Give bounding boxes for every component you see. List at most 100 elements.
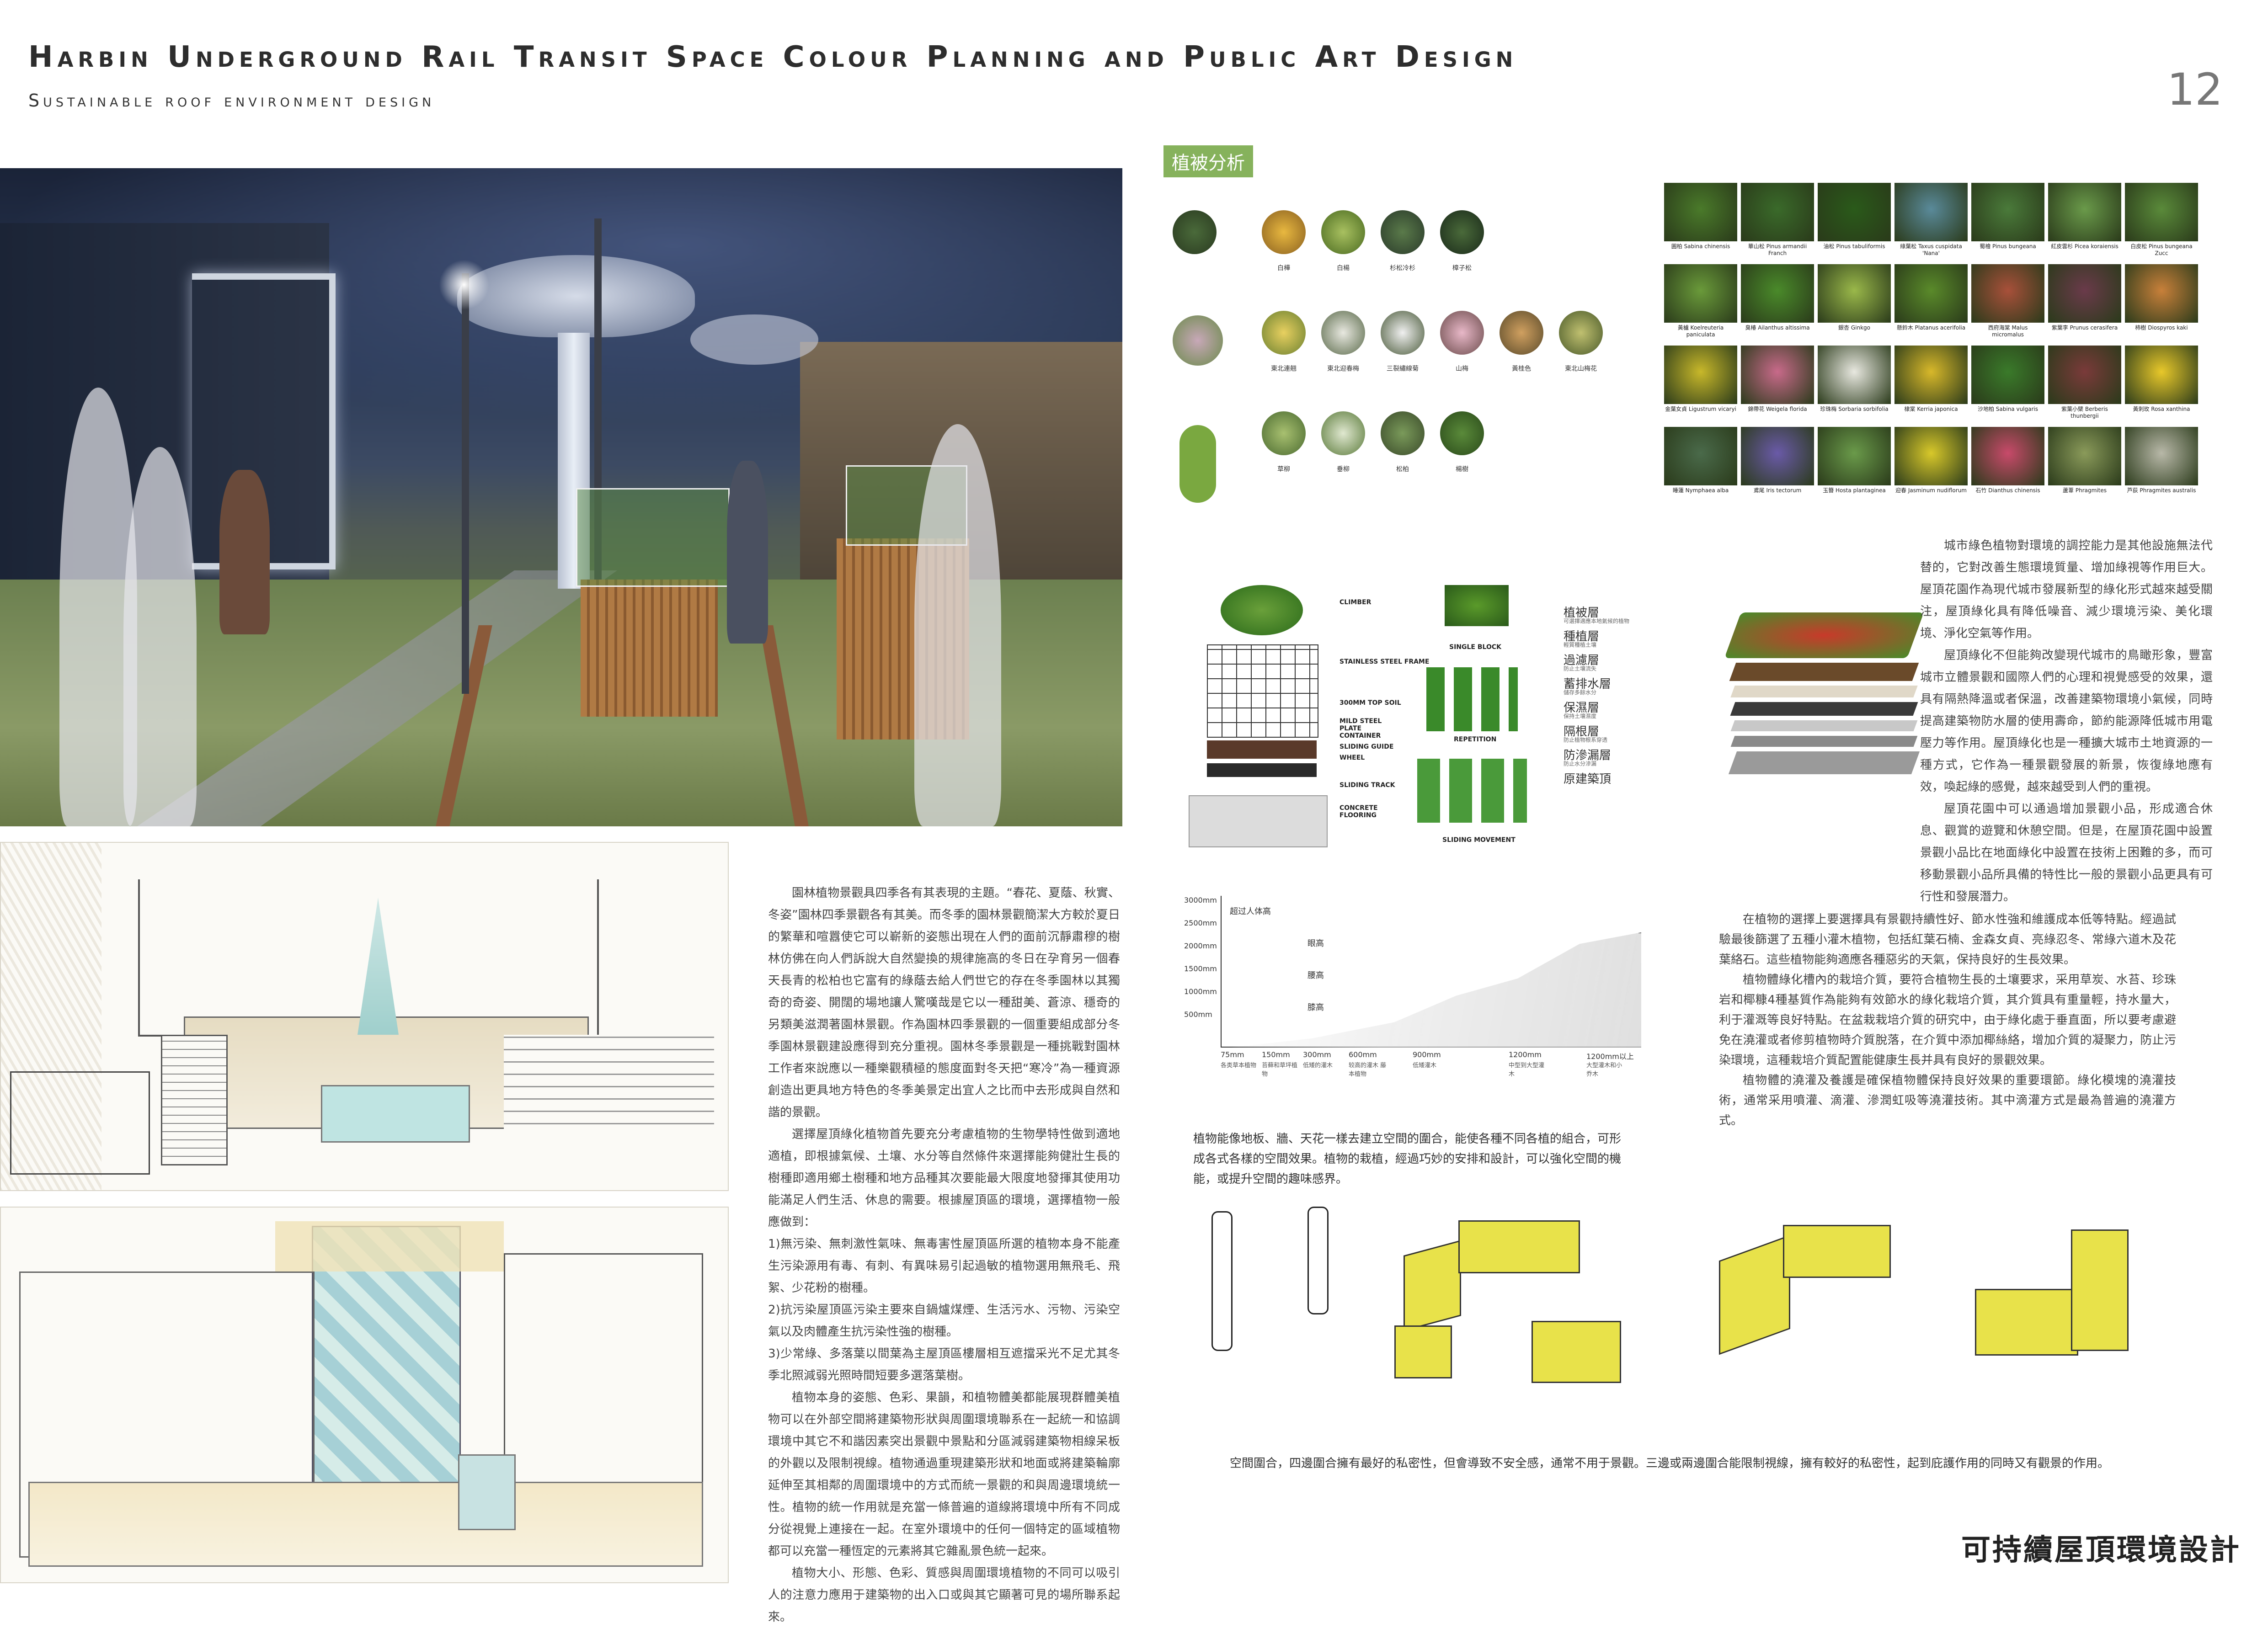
plant-photo: [1971, 346, 2044, 404]
plant-photo: [2048, 264, 2121, 323]
page-title: Harbin Underground Rail Transit Space Co…: [28, 40, 1518, 74]
mode-label: REPETITION: [1454, 736, 1497, 743]
y-tick-label: 500mm: [1184, 1010, 1212, 1019]
planter-frame: [576, 488, 730, 587]
height-caption: 植物能像地板、牆、天花一樣去建立空間的圍合，能使各種不同各植的組合，可形成各式各…: [1193, 1132, 1622, 1186]
plant-photo: [1971, 264, 2044, 323]
diagram-label: CONCRETE FLOORING: [1339, 804, 1378, 819]
diagram-label: MILD STEEL PLATE CONTAINER: [1339, 718, 1382, 740]
paragraph: 屋頂花園中可以通過增加景觀小品，形成適合休息、觀賞的遊覽和休憩空間。但是，在屋頂…: [1920, 802, 2213, 904]
plant-circle: [1440, 311, 1484, 355]
roof-layer-note: 防止土壤流失: [1564, 665, 1597, 672]
footer-title: 可持續屋頂環境設計: [1961, 1533, 2241, 1567]
plant-photo-label: 玉簪 Hosta plantaginea: [1823, 487, 1886, 494]
plant-photo-label: 華山松 Pinus armandii Franch: [1748, 243, 1807, 256]
plant-circle: [1321, 210, 1365, 254]
plant-photo-label: 銀杏 Ginkgo: [1838, 325, 1870, 331]
roof-layer-label: 植被層: [1564, 606, 1600, 620]
roof-layer-note: 輕質種植土壤: [1564, 642, 1597, 648]
plant-label: 三裂繡線菊: [1387, 365, 1419, 372]
plant-photo: [1818, 264, 1891, 323]
vegetation-analysis-tag: 植被分析: [1163, 145, 1253, 177]
plant-photo-label: 金葉女貞 Ligustrum vicaryi: [1665, 406, 1736, 412]
lamp-glow: [439, 260, 489, 310]
person-silhouette: [123, 447, 197, 826]
plant-photo-label: 柿樹 Diospyros kaki: [2135, 325, 2188, 331]
paragraph: 園林植物景觀具四季各有其表現的主題。“春花、夏蔭、秋實、冬姿”園林四季景觀各有其…: [768, 886, 1120, 1119]
plant-photo-label: 蜀檜 Pinus bungeana: [1980, 243, 2036, 250]
plant-label: 山梅: [1456, 365, 1468, 372]
person-silhouette: [914, 424, 1001, 826]
roof-layer-label: 種植層: [1564, 630, 1600, 644]
x-tick-label: 900mm: [1413, 1050, 1441, 1059]
plant-photo-label: 紅皮雲杉 Picea koraiensis: [2051, 243, 2119, 250]
diagram-label: SLIDING TRACK: [1339, 782, 1395, 789]
plant-photo-label: 石竹 Dianthus chinensis: [1975, 487, 2040, 494]
street-lamp: [462, 273, 469, 694]
paragraph: 選擇屋頂綠化植物首先要充分考慮植物的生物學特性做到適地適植，即根據氣候、土壤、水…: [768, 1128, 1120, 1229]
plant-label: 黃桂色: [1512, 365, 1531, 372]
plant-photo-label: 黃櫨 Koelreuteria paniculata: [1677, 325, 1724, 338]
paragraph: 3)少常綠、多落葉以間葉為主屋頂區樓層相互遮擋采光不足尤其冬季北照減弱光照時間短…: [768, 1347, 1120, 1383]
plant-photo-label: 臭椿 Ailanthus altissima: [1745, 325, 1810, 331]
level-label: 眼高: [1307, 939, 1324, 948]
paragraph: 2)抗污染屋頂區污染主要來自鍋爐煤煙、生活污水、污物、污染空氣以及肉體產生抗污染…: [768, 1303, 1120, 1339]
plant-circle: [1321, 311, 1365, 355]
plant-photo: [1971, 183, 2044, 241]
roof-layer-label: 原建築頂: [1564, 772, 1612, 786]
diagram-label: STAINLESS STEEL FRAME: [1339, 658, 1430, 665]
rooftop-sketch-elevation: [0, 1207, 729, 1583]
plant-label: 草柳: [1277, 466, 1290, 473]
paragraph: 植物大小、形態、色彩、質感與周圍環境植物的不同可以吸引人的注意力應用于建築物的出…: [768, 1566, 1120, 1624]
green-roof-text: 城市綠色植物對環境的調控能力是其他設施無法代替的，它對改善生態環境質量、增加綠視…: [1920, 535, 2213, 908]
plant-circle: [1262, 311, 1306, 355]
plant-photo-label: 懸鈴木 Platanus acerifolia: [1896, 325, 1966, 331]
paragraph: 在植物的選擇上要選擇具有景觀持續性好、節水性強和維護成本低等特點。經過試驗最後篩…: [1719, 913, 2176, 967]
mode-label: SLIDING MOVEMENT: [1442, 836, 1516, 844]
plant-label: 白樺: [1277, 265, 1290, 272]
plant-circle: [1440, 411, 1484, 455]
paragraph: 植物本身的姿態、色彩、果韻，和植物體美都能展現群體美植物可以在外部空間將建築物形…: [768, 1391, 1120, 1558]
plant-photo: [1741, 427, 1814, 485]
x-category-label: 中型到大型灌木: [1509, 1062, 1545, 1078]
plant-label: 松柏: [1396, 466, 1409, 473]
x-category-label: 大型灌木和小乔木: [1586, 1062, 1622, 1078]
paragraph: 屋頂綠化不但能夠改變現代城市的鳥瞰形象，豐富城市立體景觀和國際人們的心理和視覺感…: [1920, 649, 2213, 794]
grass-group-icon: [1179, 425, 1216, 503]
rooftop-sketch-perspective: [0, 842, 729, 1191]
x-tick-label: 150mm: [1262, 1050, 1290, 1059]
plant-label: 垂柳: [1337, 466, 1350, 473]
plant-design-text: 園林植物景觀具四季各有其表現的主題。“春花、夏蔭、秋實、冬姿”園林四季景觀各有其…: [768, 882, 1120, 1628]
y-tick-label: 2000mm: [1184, 942, 1217, 950]
paragraph: 1)無污染、無刺激性氣味、無毒害性屋頂區所選的植物本身不能產生污染源用有毒、有刺…: [768, 1237, 1120, 1295]
paragraph: 城市綠色植物對環境的調控能力是其他設施無法代替的，它對改善生態環境質量、增加綠視…: [1920, 539, 2213, 640]
diagram-label: WHEEL: [1339, 754, 1365, 761]
plant-label: 樟子松: [1452, 265, 1472, 272]
plant-photo: [1894, 183, 1968, 241]
plant-label: 杉松冷杉: [1390, 265, 1415, 272]
roof-layer-label: 過濾層: [1564, 654, 1600, 667]
x-tick-label: 600mm: [1349, 1050, 1377, 1059]
plant-photo-label: 芦荻 Phragmites australis: [2127, 487, 2196, 494]
plant-photo: [2048, 183, 2121, 241]
y-tick-label: 3000mm: [1184, 896, 1217, 904]
x-category-label: 苔藓和草坪植物: [1262, 1062, 1298, 1078]
plant-photo-label: 迎春 Jasminum nudiflorum: [1895, 487, 1967, 494]
plant-photo-label: 錦帶花 Weigela florida: [1748, 406, 1807, 412]
green-roof-layers: 植被層可選擇適應本地氣候的植物種植層輕質種植土壤過濾層防止土壤流失蓄排水層儲存多…: [1564, 603, 1929, 814]
diagram-label: CLIMBER: [1339, 599, 1371, 606]
plant-label: 白楊: [1337, 265, 1350, 272]
x-tick-label: 300mm: [1303, 1050, 1331, 1059]
plant-photo: [2125, 264, 2198, 323]
plant-label: 楊樹: [1456, 466, 1468, 473]
x-tick-label: 75mm: [1221, 1050, 1244, 1059]
level-label: 腰高: [1307, 971, 1324, 980]
plant-circle: [1321, 411, 1365, 455]
x-tick-label: 1200mm以上: [1586, 1052, 1634, 1061]
plant-circle: [1262, 210, 1306, 254]
plant-photo-label: 白皮松 Pinus bungeana Zucc: [2130, 243, 2193, 256]
page-subtitle: Sustainable roof environment design: [28, 90, 435, 111]
y-tick-label: 1500mm: [1184, 964, 1217, 973]
x-tick-label: 1200mm: [1509, 1050, 1542, 1059]
